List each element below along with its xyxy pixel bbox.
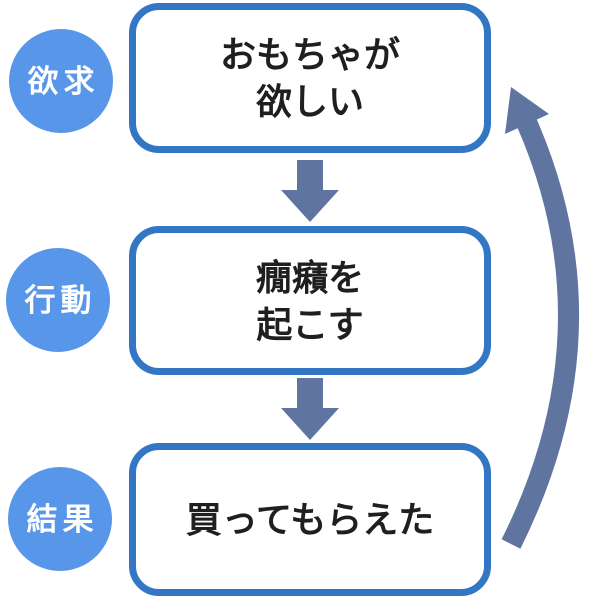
box-tantrum-text: 癇癪を 起こす [255, 256, 364, 345]
stage-circle-desire: 欲求 [9, 29, 113, 133]
box-tantrum: 癇癪を 起こす [129, 226, 491, 375]
stage-label-desire: 欲求 [27, 63, 100, 99]
feedback-arrow-curve-icon [501, 116, 580, 549]
down-arrow-2-icon [281, 378, 339, 440]
box-want-toy: おもちゃが 欲しい [129, 3, 491, 153]
box-want-toy-text: おもちゃが 欲しい [219, 34, 400, 122]
box-got-bought: 買ってもらえた [129, 443, 491, 596]
down-arrow-1-icon [281, 160, 339, 222]
box-got-bought-text: 買ってもらえた [185, 499, 435, 540]
feedback-arrow-head-icon [505, 87, 549, 134]
stage-label-action: 行動 [24, 282, 97, 318]
stage-label-result: 結果 [26, 501, 99, 537]
stage-circle-result: 結果 [8, 467, 112, 571]
stage-circle-action: 行動 [6, 248, 110, 352]
